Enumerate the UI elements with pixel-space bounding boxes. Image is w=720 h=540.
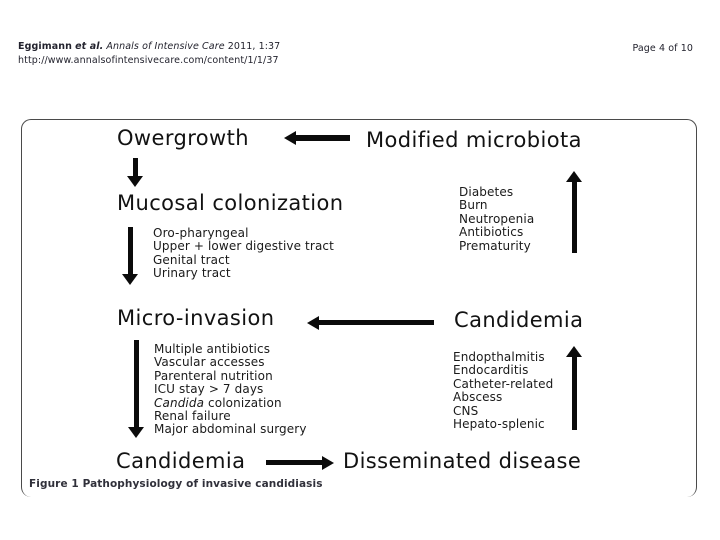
node-overgrowth: Owergrowth: [117, 126, 249, 150]
arrow-down-icon: [122, 227, 138, 285]
list-item: CNS: [453, 403, 479, 418]
list-item: Endocarditis: [453, 363, 529, 378]
figure-caption-text: Pathophysiology of invasive candidiasis: [82, 478, 323, 490]
figure-caption-label: Figure 1: [29, 478, 79, 490]
list-item: Candida colonization: [154, 395, 282, 410]
list-item: Renal failure: [154, 409, 231, 424]
arrow-down-icon: [127, 158, 143, 187]
arrow-up-icon: [566, 171, 582, 253]
citation-journal: Annals of Intensive Care: [106, 41, 225, 52]
figure-border: [21, 119, 697, 497]
list-item: Urinary tract: [153, 266, 231, 281]
list-item: Diabetes: [459, 185, 514, 199]
figure-caption: Figure 1 Pathophysiology of invasive can…: [29, 478, 323, 490]
page-number: Page 4 of 10: [632, 43, 693, 54]
list-item: Major abdominal surgery: [154, 422, 307, 437]
list-item: Neutropenia: [459, 211, 535, 226]
arrow-down-icon: [128, 340, 144, 438]
list-item: Multiple antibiotics: [154, 342, 271, 356]
citation-etal: et al.: [75, 41, 104, 52]
arrow-right-icon: [266, 455, 334, 470]
list-item: ICU stay > 7 days: [154, 382, 264, 397]
node-disseminated-disease: Disseminated disease: [343, 449, 582, 473]
node-mucosal-colonization: Mucosal colonization: [117, 191, 344, 215]
list-item: Endopthalmitis: [453, 350, 545, 364]
arrow-up-icon: [566, 346, 582, 430]
list-item: Vascular accesses: [154, 355, 265, 370]
arrow-left-icon: [307, 315, 434, 330]
list-item: Parenteral nutrition: [154, 368, 273, 383]
list-item: Genital tract: [153, 252, 230, 267]
citation-url: http://www.annalsofintensivecare.com/con…: [18, 55, 279, 66]
list-item: Oro-pharyngeal: [153, 226, 249, 240]
list-item: Burn: [459, 198, 488, 213]
node-micro-invasion: Micro-invasion: [117, 306, 275, 330]
list-item: Abscess: [453, 390, 503, 405]
citation: Eggimann et al. Annals of Intensive Care…: [18, 41, 280, 52]
node-candidemia-bottom: Candidemia: [116, 449, 246, 473]
citation-tail: 2011, 1:37: [227, 41, 281, 52]
list-item: Antibiotics: [459, 225, 524, 240]
arrow-left-icon: [284, 129, 350, 147]
node-candidemia-right: Candidemia: [454, 308, 584, 332]
node-modified-microbiota: Modified microbiota: [366, 128, 582, 152]
list-item: Upper + lower digestive tract: [153, 239, 334, 254]
list-item: Prematurity: [459, 238, 531, 253]
list-item: Catheter-related: [453, 376, 554, 391]
citation-author: Eggimann: [18, 41, 72, 52]
list-item: Hepato-splenic: [453, 417, 545, 432]
